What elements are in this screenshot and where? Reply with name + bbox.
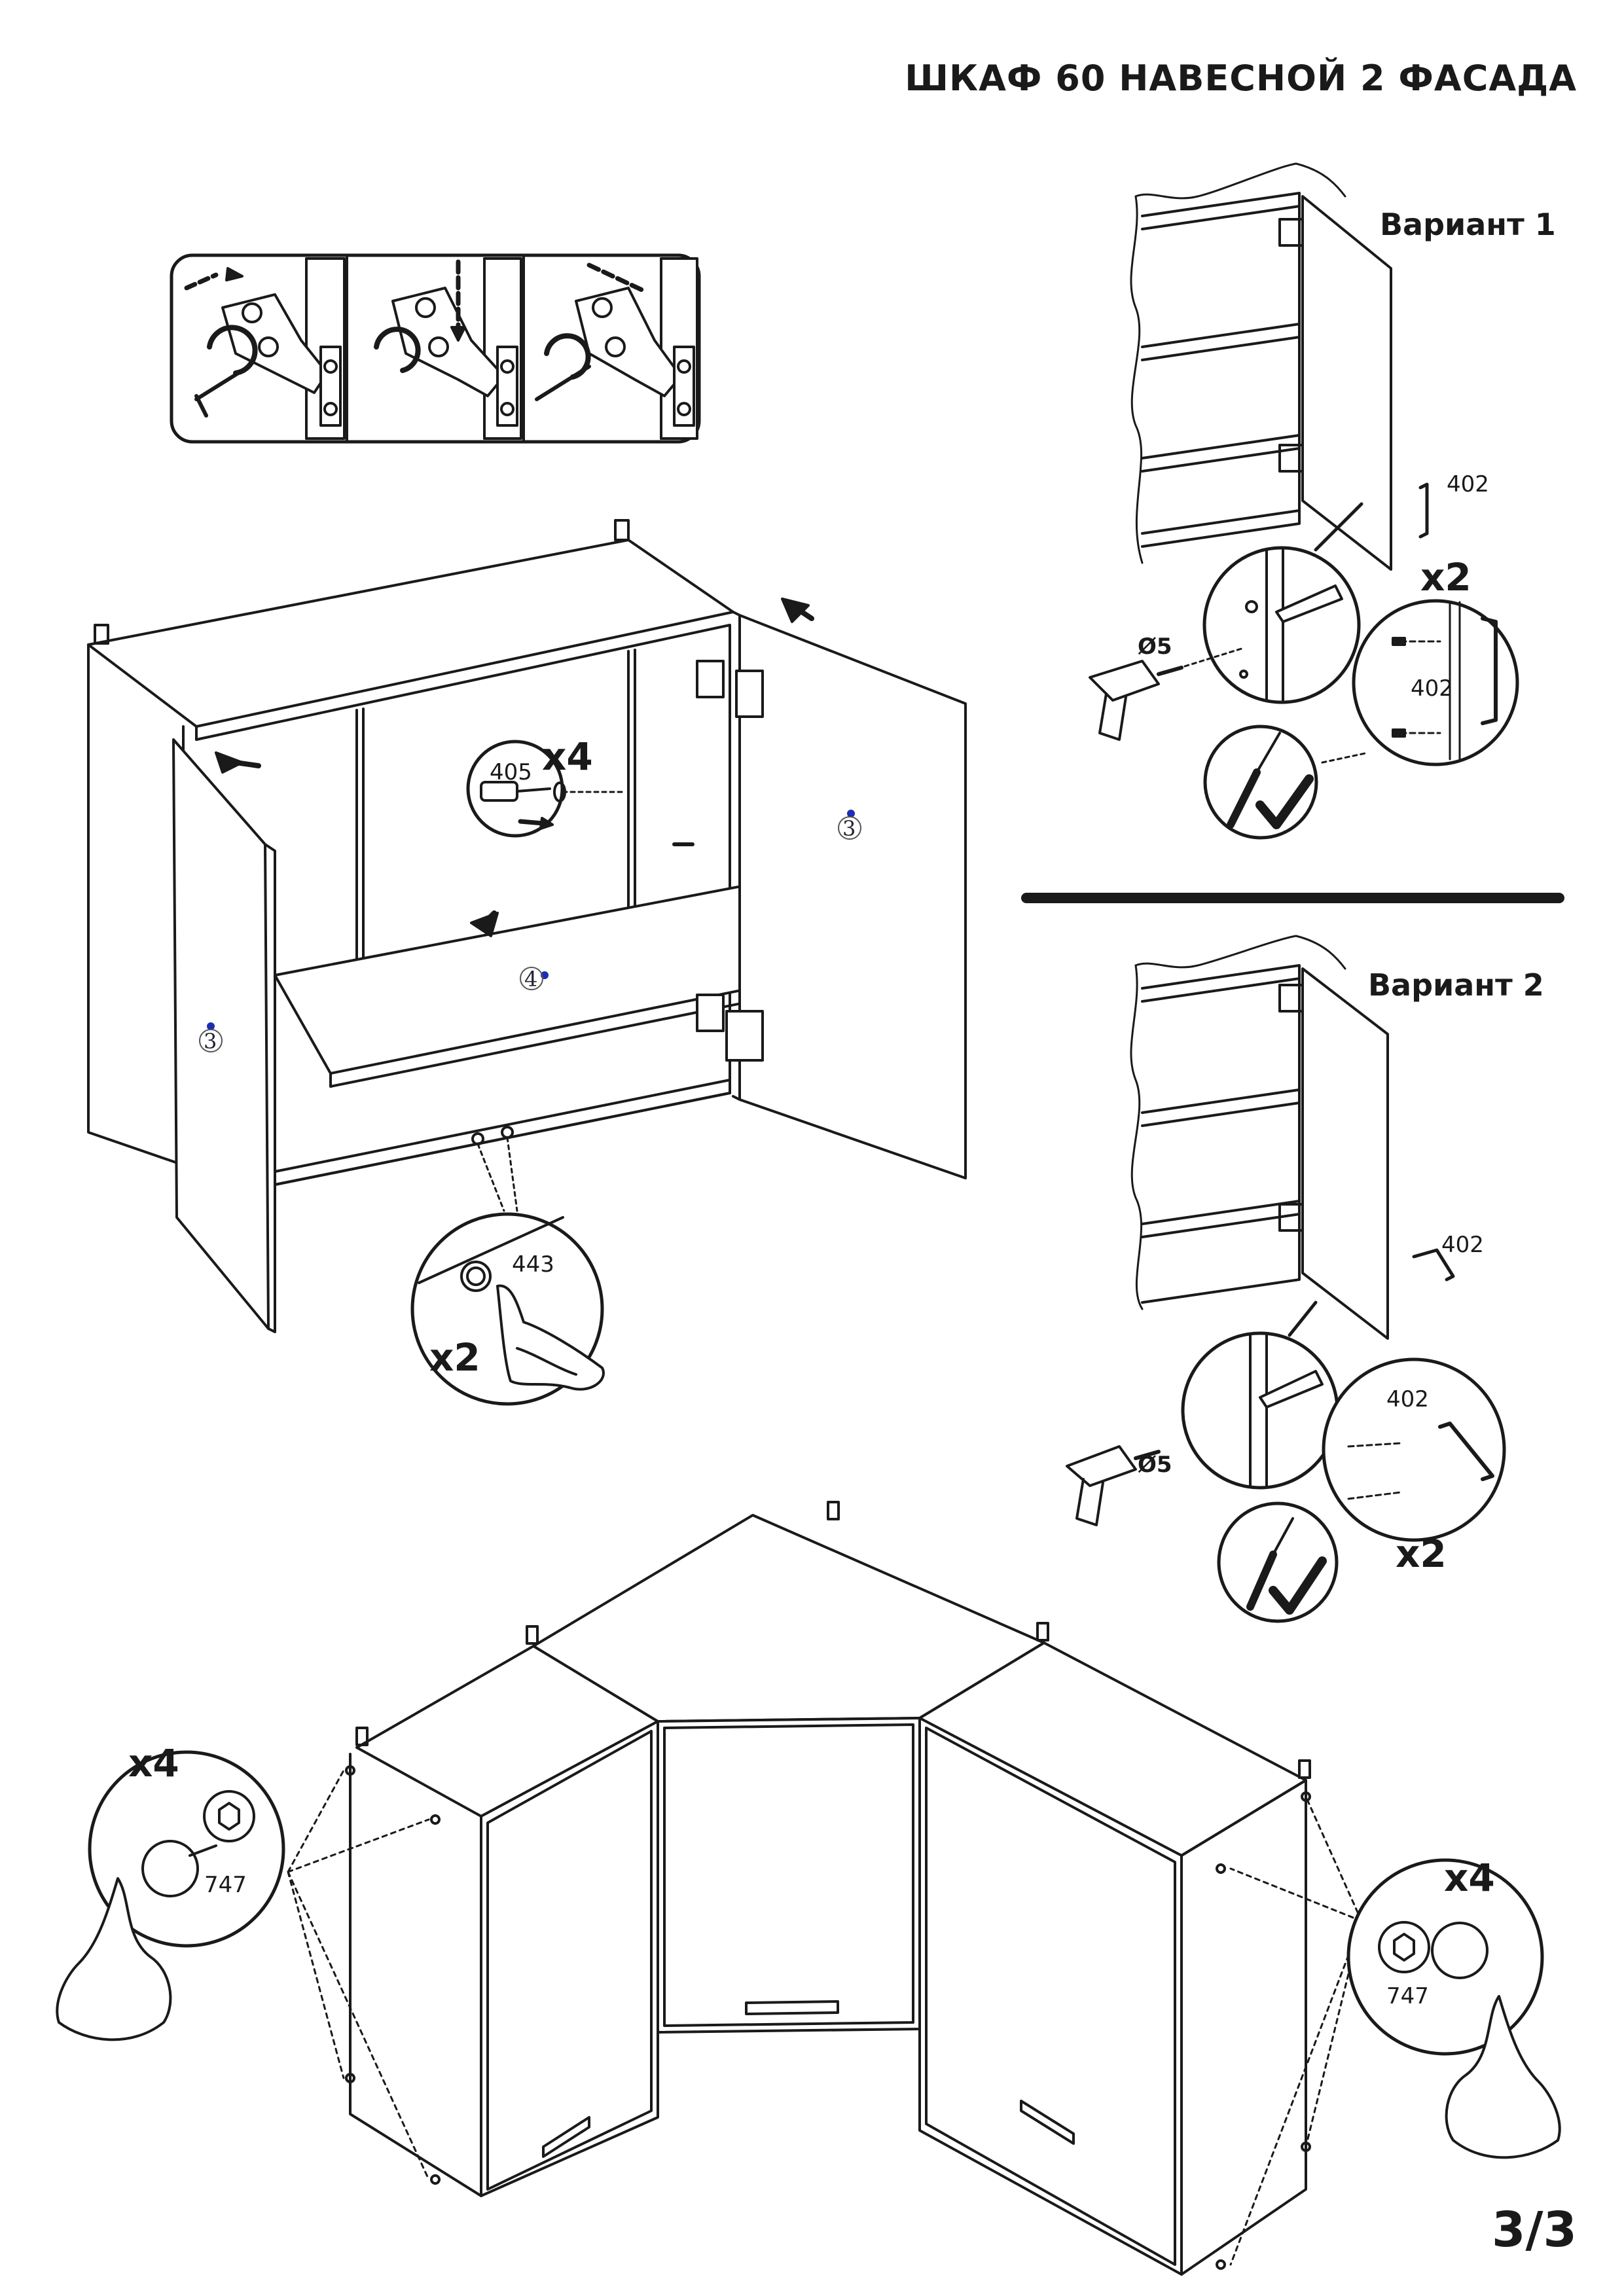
shelf-part-number: 4 — [524, 967, 538, 992]
page-title: ШКАФ 60 НАВЕСНОЙ 2 ФАСАДА — [905, 58, 1577, 99]
qty-connectors-right: x4 — [1444, 1856, 1495, 1900]
connector-callout-right — [1346, 1858, 1561, 2159]
qty-handle-screws-v2: x2 — [1396, 1532, 1447, 1576]
connector-part-number-left: 747 — [204, 1872, 247, 1898]
qty-bumpers: x2 — [429, 1335, 480, 1380]
handle-part-number-v2: 402 — [1441, 1232, 1484, 1258]
hinge-detail-2 — [374, 257, 522, 440]
hinge-detail-3 — [535, 257, 698, 440]
variant-2-screw-detail — [1322, 1357, 1506, 1542]
shelf-support-callout — [466, 740, 695, 846]
hinge-detail-1 — [184, 257, 346, 440]
corner-assembly — [287, 1501, 1363, 2276]
main-cabinet — [87, 519, 967, 1333]
variant-1-cabinet — [1130, 162, 1429, 571]
page-number: 3/3 — [1491, 2202, 1577, 2258]
connector-part-number-right: 747 — [1386, 1983, 1429, 2009]
variant-2-cabinet — [1130, 935, 1455, 1340]
handle-part-number-v1: 402 — [1447, 471, 1489, 497]
bumper-part-number: 443 — [512, 1251, 554, 1278]
shelf-support-part-number: 405 — [490, 759, 532, 785]
handle-part-number-v2-detail: 402 — [1386, 1386, 1429, 1412]
connector-callout-left — [56, 1750, 285, 2041]
hinge-adjustment-panel — [170, 253, 701, 444]
variant-1-screwdriver-check — [1203, 725, 1369, 840]
variant-2-drill-tool — [1066, 1445, 1161, 1526]
qty-shelf-supports: x4 — [542, 734, 593, 779]
variant-2-label: Вариант 2 — [1368, 967, 1544, 1003]
variant-1-drill-detail — [1202, 502, 1363, 704]
drill-size-v1: Ø5 — [1138, 634, 1172, 660]
qty-connectors-left: x4 — [128, 1741, 179, 1785]
drill-size-v2: Ø5 — [1138, 1452, 1172, 1478]
variant-2-screwdriver-check — [1217, 1501, 1339, 1623]
variant-1-drill-tool — [1089, 647, 1245, 741]
variant-1-label: Вариант 1 — [1380, 207, 1556, 242]
handle-part-number-v1-detail: 402 — [1411, 675, 1453, 702]
variant-1-screw-detail — [1352, 599, 1519, 766]
qty-handle-screws-v1: x2 — [1420, 555, 1471, 600]
door-part-number-left: 3 — [204, 1029, 217, 1054]
bumper-callout — [410, 1212, 605, 1406]
variant-2-drill-detail — [1181, 1300, 1339, 1490]
door-part-number-right: 3 — [842, 816, 856, 841]
